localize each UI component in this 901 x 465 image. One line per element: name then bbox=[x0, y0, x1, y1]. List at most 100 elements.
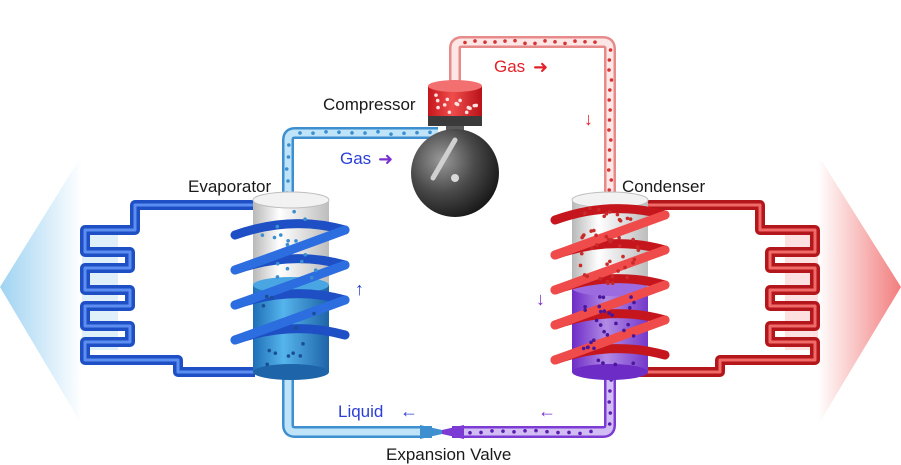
particle bbox=[523, 41, 527, 46]
particle bbox=[607, 148, 612, 152]
particle bbox=[613, 362, 618, 367]
particle bbox=[588, 206, 592, 210]
particle bbox=[436, 105, 440, 110]
particle bbox=[626, 322, 630, 327]
down-arrow-icon: ↓ bbox=[584, 109, 593, 129]
liquid-line bbox=[452, 375, 616, 438]
particle bbox=[292, 209, 296, 214]
particle bbox=[267, 348, 272, 353]
particle bbox=[631, 261, 635, 265]
particle bbox=[286, 155, 291, 159]
particle bbox=[303, 253, 308, 257]
particle bbox=[594, 243, 599, 247]
particle bbox=[610, 281, 615, 286]
particle bbox=[435, 98, 440, 103]
particle bbox=[583, 304, 587, 309]
particle bbox=[616, 269, 620, 273]
particle bbox=[631, 361, 636, 366]
particle bbox=[350, 131, 354, 135]
particle bbox=[275, 261, 280, 266]
condenser-particles bbox=[578, 206, 641, 367]
particle bbox=[622, 328, 626, 333]
particle bbox=[636, 248, 641, 252]
particle bbox=[607, 311, 611, 315]
particle bbox=[402, 131, 406, 136]
particle bbox=[324, 130, 328, 134]
particle bbox=[298, 131, 302, 135]
hot-side-arrow bbox=[818, 155, 901, 425]
particle bbox=[632, 257, 637, 262]
evaporator-spiral-coil bbox=[230, 219, 350, 345]
particle bbox=[610, 275, 615, 279]
particle bbox=[309, 275, 314, 280]
particle bbox=[606, 281, 610, 286]
particle bbox=[275, 224, 280, 229]
particle bbox=[479, 430, 483, 435]
particle bbox=[301, 342, 305, 346]
particle bbox=[287, 143, 291, 147]
particle bbox=[609, 178, 614, 182]
particle bbox=[313, 268, 318, 273]
particle bbox=[607, 210, 612, 214]
particle bbox=[607, 400, 612, 404]
particle bbox=[567, 430, 571, 435]
particle bbox=[592, 346, 596, 351]
particle bbox=[631, 237, 635, 242]
particle bbox=[299, 259, 304, 264]
cold-side-arrow bbox=[0, 155, 82, 425]
evaporator-label: Evaporator bbox=[188, 177, 272, 196]
particle bbox=[591, 338, 596, 343]
particle bbox=[442, 103, 447, 107]
particle bbox=[589, 429, 593, 434]
particle bbox=[458, 98, 462, 103]
particle bbox=[598, 323, 603, 327]
particle bbox=[586, 345, 590, 349]
particle bbox=[298, 354, 303, 358]
particle bbox=[312, 311, 316, 316]
particle bbox=[483, 40, 487, 44]
particle bbox=[581, 346, 586, 351]
particle bbox=[617, 244, 622, 248]
particle bbox=[608, 389, 612, 393]
expansion-valve-label: Expansion Valve bbox=[386, 445, 512, 464]
particle bbox=[264, 294, 269, 299]
particle bbox=[337, 130, 341, 135]
particle bbox=[545, 429, 549, 434]
particle bbox=[415, 130, 419, 135]
particle bbox=[608, 239, 612, 244]
particle bbox=[376, 129, 380, 134]
particle bbox=[583, 39, 587, 44]
particle bbox=[607, 422, 612, 426]
particle bbox=[573, 39, 577, 43]
particle bbox=[286, 238, 290, 243]
particle bbox=[609, 78, 614, 82]
particle bbox=[618, 219, 623, 223]
particle bbox=[597, 207, 601, 212]
particle bbox=[608, 411, 613, 415]
particle bbox=[607, 158, 612, 162]
particle bbox=[607, 118, 612, 122]
particle bbox=[389, 132, 393, 136]
particle bbox=[286, 354, 291, 358]
particle bbox=[608, 88, 612, 92]
particle bbox=[597, 304, 602, 309]
particle bbox=[598, 276, 603, 281]
particle bbox=[635, 245, 640, 249]
particle bbox=[523, 428, 527, 433]
particle bbox=[602, 309, 607, 313]
particle bbox=[585, 274, 590, 279]
particle bbox=[553, 40, 557, 44]
particle bbox=[285, 266, 290, 271]
particle bbox=[363, 131, 367, 135]
particle bbox=[291, 351, 295, 355]
particle bbox=[607, 128, 611, 132]
particle bbox=[589, 340, 593, 345]
particle bbox=[615, 212, 620, 217]
particle bbox=[434, 93, 438, 97]
particle bbox=[578, 263, 583, 268]
particle bbox=[605, 262, 609, 266]
particle bbox=[512, 430, 516, 434]
evaporator-particles bbox=[260, 209, 318, 367]
condenser-label: Condenser bbox=[622, 177, 706, 196]
particle bbox=[617, 235, 621, 240]
